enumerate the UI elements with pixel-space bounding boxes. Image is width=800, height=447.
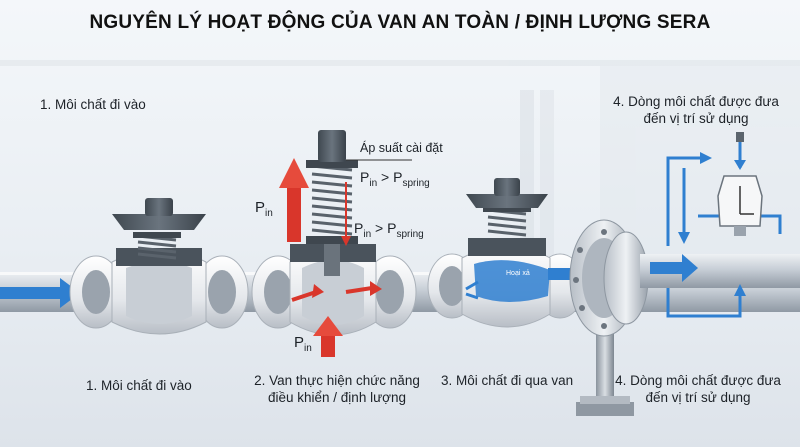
label-valve-function: 2. Van thực hiện chức năng điều khiển / … xyxy=(254,373,420,405)
outlet-pipe xyxy=(640,254,800,288)
gauge-vessel xyxy=(717,132,763,236)
valve-3 xyxy=(427,178,585,328)
label-inlet-bottom: 1. Môi chất đi vào xyxy=(86,378,192,393)
valve-1 xyxy=(69,198,249,335)
pin-label-top: Pin xyxy=(255,199,273,219)
spring-force-arrow xyxy=(341,182,351,246)
pressure-arrow-up xyxy=(279,158,309,242)
label-through-valve: 3. Môi chất đi qua van xyxy=(441,373,574,388)
flow-tag: Hoại xả xyxy=(506,270,530,277)
formula-top: Pin > Pspring xyxy=(360,169,430,189)
pressure-arrow-bottom xyxy=(313,316,343,357)
pin-label-bottom: Pin xyxy=(294,334,312,354)
page-title: NGUYÊN LÝ HOẠT ĐỘNG CỦA VAN AN TOÀN / ĐỊ… xyxy=(89,12,711,33)
label-inlet-top: 1. Môi chất đi vào xyxy=(40,97,146,112)
label-outlet-bottom: 4. Dòng môi chất được đưa đến vị trí sử … xyxy=(615,373,781,405)
usage-point-loop xyxy=(666,156,782,318)
formula-middle: Pin > Pspring xyxy=(354,220,424,240)
valve-2 xyxy=(251,130,417,336)
label-outlet-top: 4. Dòng môi chất được đưa đến vị trí sử … xyxy=(613,94,779,126)
setpoint-label: Áp suất cài đặt xyxy=(360,141,443,155)
